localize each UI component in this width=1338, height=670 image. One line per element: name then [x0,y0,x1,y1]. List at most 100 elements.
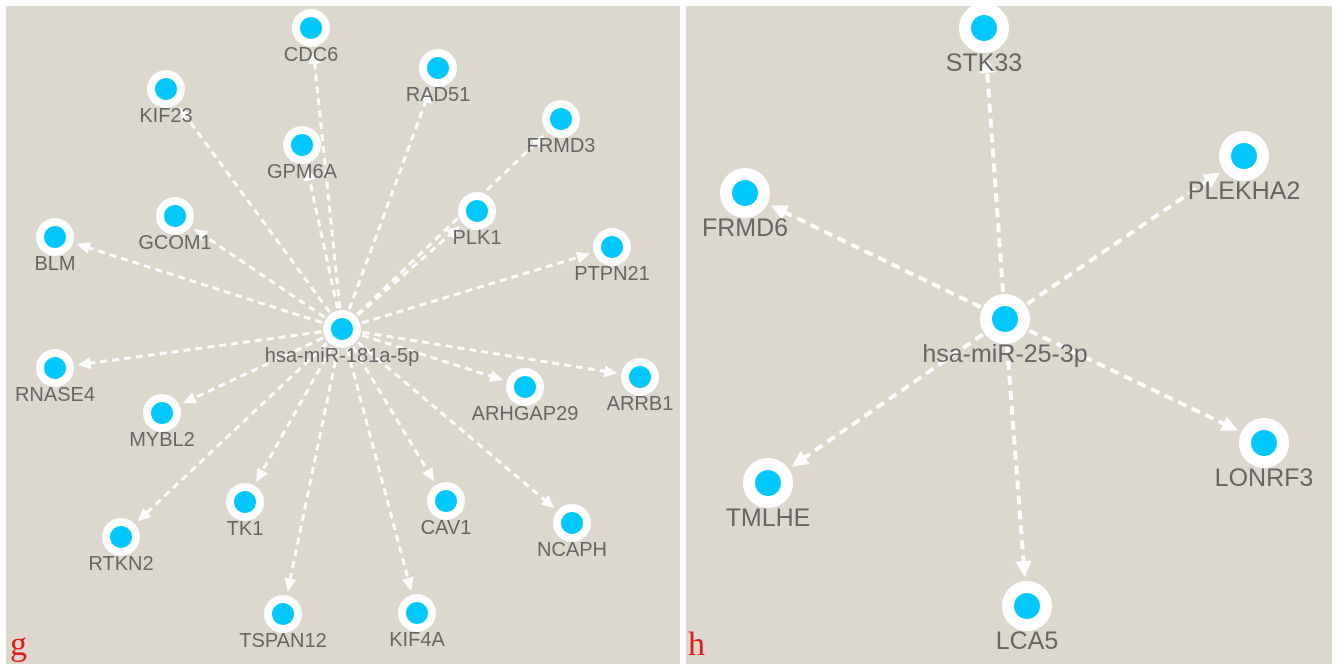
node-kif4a[interactable]: KIF4A [389,594,445,651]
arrowhead-mybl2 [182,392,198,404]
node-dot [1231,143,1257,169]
node-plekha2[interactable]: PLEKHA2 [1188,131,1301,205]
node-rnase4[interactable]: RNASE4 [15,349,95,406]
node-mybl2[interactable]: MYBL2 [129,394,195,451]
arrowhead-stk33 [979,56,996,74]
edges [771,56,1238,578]
panel-letter-g: g [10,626,27,663]
edge-hsa-mir-25-3p-to-tmlhe [803,332,984,460]
node-dot [561,512,583,534]
node-label: BLM [34,253,75,275]
edge-hsa-mir-181a-5p-to-kif23 [186,117,331,313]
edge-hsa-mir-25-3p-to-plekha2 [1026,179,1208,306]
node-label: RAD51 [406,84,470,106]
node-label: FRMD3 [527,135,596,157]
node-arrb1[interactable]: ARRB1 [607,358,674,415]
node-hsa-mir-25-3p[interactable]: hsa-miR-25-3p [922,294,1088,368]
node-kif23[interactable]: KIF23 [139,70,193,127]
arrowhead-cav1 [422,467,435,482]
arrowhead-lca5 [1015,560,1032,578]
node-label: GPM6A [267,161,338,183]
arrowhead-kif4a [402,576,414,591]
node-plk1[interactable]: PLK1 [453,192,502,249]
node-label: TSPAN12 [239,630,326,652]
node-cdc6[interactable]: CDC6 [284,9,338,66]
arrowhead-kif23 [179,107,193,122]
node-lca5[interactable]: LCA5 [996,581,1059,655]
edge-hsa-mir-181a-5p-to-cdc6 [313,63,342,309]
arrowhead-ncaph [540,495,555,509]
node-dot [1014,593,1040,619]
node-dot [601,236,623,258]
node-gpm6a[interactable]: GPM6A [267,126,338,183]
arrowhead-plekha2 [1202,172,1221,188]
network-graph-h: hsa-miR-25-3p STK33PLEKHA2FRMD6LONRF3TMLH… [702,3,1313,655]
node-label: ARHGAP29 [472,403,579,425]
node-tspan12[interactable]: TSPAN12 [239,595,327,652]
node-hsa-mir-181a-5p[interactable]: hsa-miR-181a-5p [265,310,420,367]
node-label: STK33 [946,49,1022,77]
node-dot [427,57,449,79]
edge-hsa-mir-181a-5p-to-ncaph [357,341,546,501]
node-label: PLK1 [453,227,502,249]
arrowhead-gpm6a [303,167,316,182]
node-dot [732,180,758,206]
node-stk33[interactable]: STK33 [946,3,1022,77]
node-label: hsa-miR-181a-5p [265,345,420,367]
node-frmd6[interactable]: FRMD6 [702,168,788,242]
node-dot [435,490,457,512]
node-dot [164,205,186,227]
node-lonrf3[interactable]: LONRF3 [1215,418,1314,492]
edge-hsa-mir-181a-5p-to-blm [88,246,323,325]
edge-hsa-mir-25-3p-to-stk33 [985,72,1006,293]
node-label: LONRF3 [1215,464,1314,492]
arrowhead-arhgap29 [488,370,504,382]
node-ptpn21[interactable]: PTPN21 [574,228,650,285]
node-dot [110,526,132,548]
node-dot [550,108,572,130]
panel-letter-h: h [688,626,705,663]
edge-hsa-mir-181a-5p-to-gpm6a [308,179,340,309]
node-dot [291,134,313,156]
arrowhead-gcom1 [194,228,209,242]
node-blm[interactable]: BLM [34,218,76,275]
arrowhead-arrb1 [603,365,618,378]
node-dot [755,470,781,496]
arrowhead-frmd6 [771,205,789,220]
edge-hsa-mir-25-3p-to-lonrf3 [1028,328,1225,426]
edge-hsa-mir-25-3p-to-lca5 [1005,345,1026,562]
node-dot [44,357,66,379]
node-frmd3[interactable]: FRMD3 [527,100,596,157]
node-rad51[interactable]: RAD51 [406,49,470,106]
edge-hsa-mir-181a-5p-to-plk1 [356,233,451,317]
arrowhead-tspan12 [284,577,297,592]
arrowhead-lonrf3 [1219,416,1238,431]
node-dot [331,318,353,340]
node-label: ARRB1 [607,393,674,415]
node-label: TMLHE [726,504,811,532]
node-dot [272,603,294,625]
node-label: PLEKHA2 [1188,177,1301,205]
edge-hsa-mir-181a-5p-to-rad51 [347,101,427,310]
arrowhead-plk1 [445,226,460,240]
node-tmlhe[interactable]: TMLHE [726,458,811,532]
node-rtkn2[interactable]: RTKN2 [88,518,154,575]
node-label: NCAPH [537,539,607,561]
node-gcom1[interactable]: GCOM1 [138,197,212,254]
nodes: hsa-miR-25-3p STK33PLEKHA2FRMD6LONRF3TMLH… [702,3,1313,655]
node-arhgap29[interactable]: ARHGAP29 [472,368,579,425]
node-cav1[interactable]: CAV1 [421,482,472,539]
node-label: RNASE4 [15,384,95,406]
node-tk1[interactable]: TK1 [226,483,264,540]
node-label: GCOM1 [138,232,211,254]
edge-hsa-mir-181a-5p-to-kif4a [345,348,410,579]
edge-hsa-mir-181a-5p-to-arhgap29 [361,333,492,378]
node-label: FRMD6 [702,214,788,242]
node-ncaph[interactable]: NCAPH [537,504,607,561]
node-label: TK1 [227,518,264,540]
node-dot [1251,430,1277,456]
edge-hsa-mir-181a-5p-to-gcom1 [203,234,326,319]
